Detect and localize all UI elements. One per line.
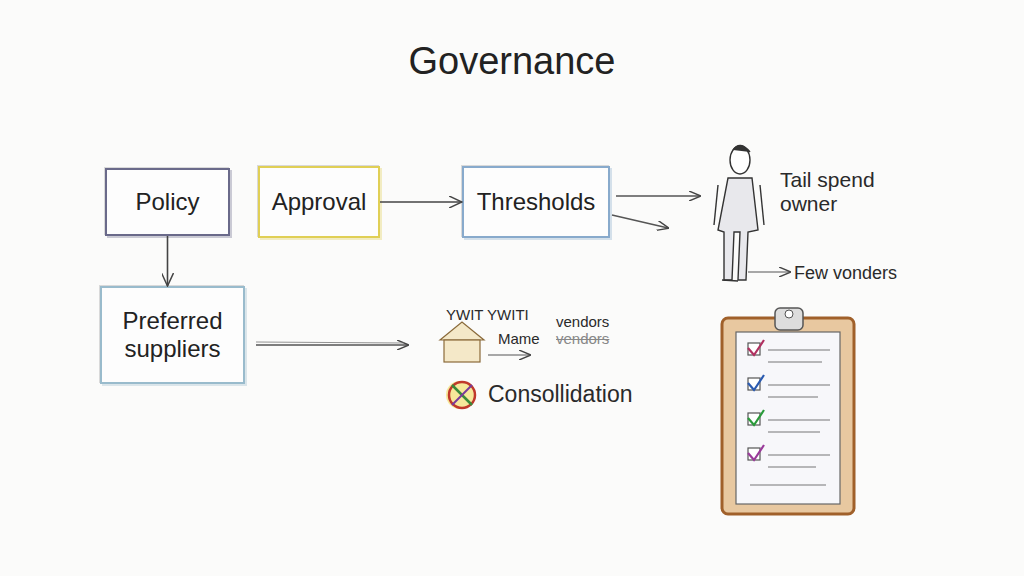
sketch-note: Mame	[498, 330, 540, 347]
diagram-title: Governance	[0, 40, 1024, 83]
box-label: Policy	[135, 188, 199, 216]
leader-arrow	[748, 271, 790, 272]
process-box: Thresholds	[462, 166, 610, 238]
sketch-note: YWIT YWITI	[446, 306, 529, 323]
flow-arrow	[167, 236, 169, 286]
sketch-note: Consollidation	[488, 381, 632, 408]
no-symbol	[446, 381, 475, 409]
process-box: Preferred suppliers	[100, 286, 245, 384]
person-figure	[714, 145, 764, 281]
sketch-note: Few vonders	[794, 263, 897, 284]
box-label: Thresholds	[477, 188, 596, 216]
sketch-note: vendors	[556, 313, 609, 330]
sketch-stroke	[256, 342, 404, 343]
process-box: Policy	[105, 168, 230, 236]
flow-arrow	[380, 201, 462, 203]
leader-arrow	[612, 215, 668, 228]
process-box: Approval	[258, 166, 380, 238]
box-label: Preferred suppliers	[102, 307, 243, 362]
clipboard-checklist	[722, 308, 854, 514]
sketch-note: vendors	[556, 330, 609, 347]
leader-arrow	[616, 195, 700, 197]
sketch-note: Tail spend owner	[780, 168, 900, 216]
leader-arrow	[256, 344, 408, 346]
box-label: Approval	[272, 188, 367, 216]
